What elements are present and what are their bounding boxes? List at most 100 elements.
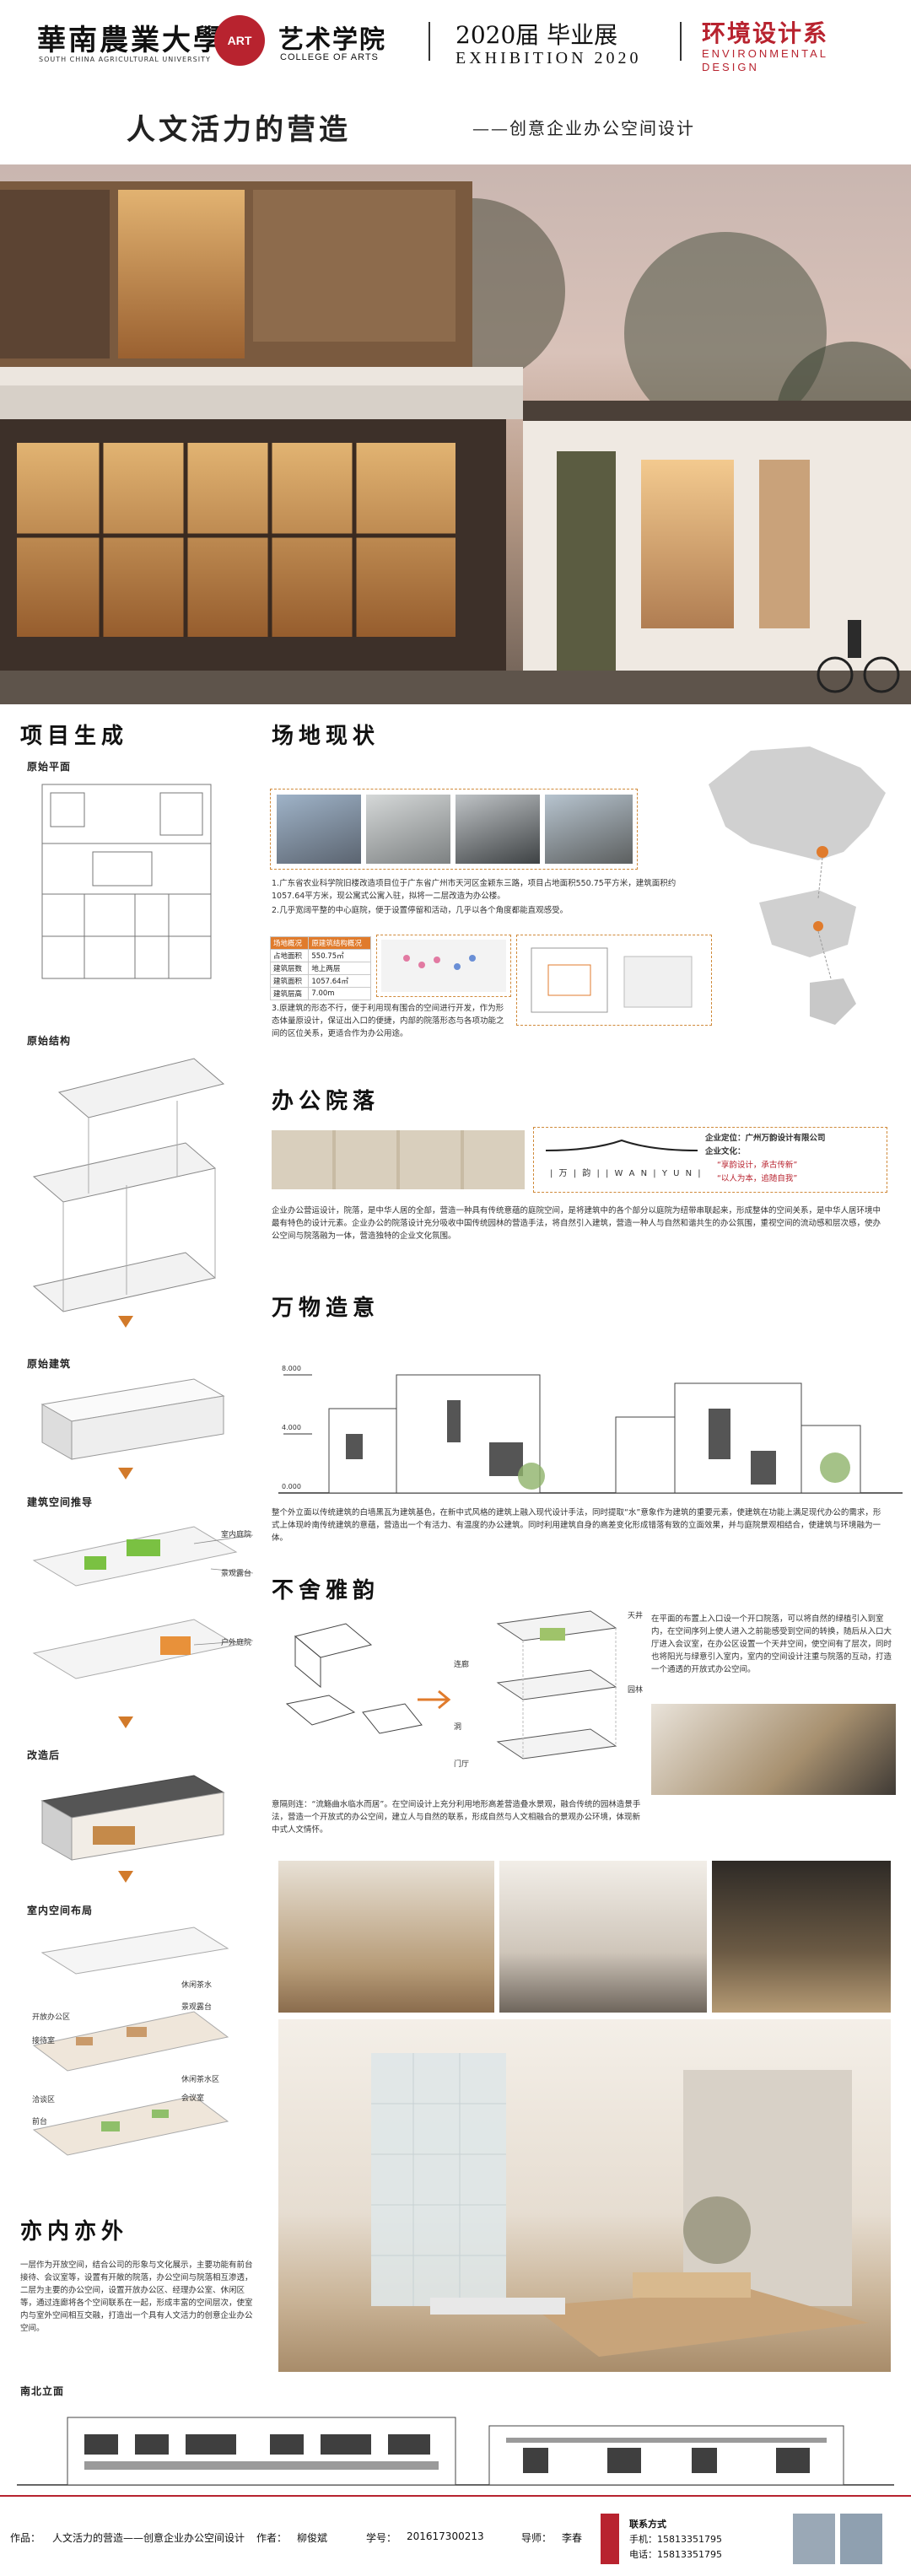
tag-reception-room: 接待室 [32,2037,56,2045]
site-photo [545,795,633,864]
table-cell: 7.00m [308,987,371,1000]
tag-leisure-tea: 休闲茶水 [181,1981,213,1990]
original-structure-axonometric [32,1058,225,1312]
interior-layout-exploded-axonometric [32,1927,229,2156]
label-garden: 园林 [628,1686,644,1695]
contact-title: 联系方式 [629,2519,666,2530]
section-heading-elegance: 不舍雅韵 [272,1578,380,1603]
footer-accent-bar [601,2514,619,2564]
interior-render-garden [712,1861,891,2013]
table-row: 占地面积 550.75㎡ [269,949,371,962]
table-row: 建筑面积 1057.64㎡ [269,974,371,988]
company-slogan-2: “以人为本，追随自我” [717,1174,798,1183]
concept-arrow-icon [418,1689,451,1710]
poster-footer: 作品： 人文活力的营造——创意企业办公空间设计 作者： 柳俊斌 学号： 2016… [0,2495,911,2576]
original-floor-plan-drawing [41,784,212,979]
hero-building-illustration [0,181,911,704]
interior-main-illustration [371,2053,869,2357]
brand-name: | 万 | 韵 | | W A N | Y U N | [550,1169,703,1178]
exhibition-title: 2020届 毕业展 [456,21,618,49]
china-location-map [709,746,886,1025]
table-cell: 建筑层数 [269,962,310,975]
tag-negotiation-area: 洽谈区 [32,2096,56,2104]
site-description-1: 1.广东省农业科学院旧楼改造项目位于广东省广州市天河区金颖东三路，项目占地面积5… [272,879,677,901]
company-slogan-1: “享韵设计，承古传新” [717,1161,798,1170]
table-cell: 建筑面积 [269,974,310,988]
section-heading-inside-outside: 亦内亦外 [20,2219,129,2245]
renovated-building-massing [40,1775,225,1861]
header-divider [429,22,430,61]
inside-outside-description: 一层作为开放空间，结合公司的形象与文化展示，主要功能有前台接待、会议室等，设置有… [20,2261,253,2333]
table-row: 建筑层高 7.00m [269,987,371,1000]
exhibition-title-en: EXHIBITION 2020 [456,49,642,67]
label-original-structure: 原始结构 [27,1035,72,1047]
elegance-description-left: 意隔则连：“流觞曲水临水而居”。在空间设计上充分利用地形高差营造叠水景观，融合传… [272,1800,641,1835]
label-original-plan: 原始平面 [27,761,72,773]
footer-color-swatch [793,2514,835,2564]
flow-arrow-icon [118,1468,133,1479]
site-description-3: 3.原建筑的形态不行，便于利用现有围合的空间进行开发，作为形态体量原设计，保证出… [272,1004,504,1038]
work-value: 人文活力的营造——创意企业办公空间设计 [52,2532,245,2544]
section-heading-site-status: 场地现状 [272,724,380,749]
original-building-massing [40,1378,225,1460]
label-lobby: 门厅 [454,1760,470,1769]
label-after-renovation: 改造后 [27,1749,61,1761]
author-value: 柳俊斌 [297,2532,328,2544]
label-patio: 天井 [628,1612,644,1620]
elevation-level-0000: 0.000 [282,1483,301,1490]
university-name-en: SOUTH CHINA AGRICULTURAL UNIVERSITY [39,56,211,63]
south-north-elevation-drawing [17,2417,894,2486]
table-cell: 建筑层高 [269,987,310,1000]
section-heading-office-courtyard: 办公院落 [272,1089,380,1114]
college-name: 艺术学院 [278,25,386,55]
courtyard-painting-strip [272,1130,525,1189]
company-culture-label: 企业文化： [705,1147,746,1156]
contact-mobile: 手机：15813351795 [629,2534,722,2545]
poster-header: 華南農業大學 SOUTH CHINA AGRICULTURAL UNIVERSI… [0,0,911,84]
label-original-building: 原始建筑 [27,1358,72,1370]
work-label: 作品： [10,2532,41,2544]
interior-main-render [278,2019,891,2372]
brand-wave-logo-icon [545,1139,698,1151]
site-photo [366,795,450,864]
flow-arrow-icon [118,1316,133,1328]
site-description-2: 2.几乎宽阔平整的中心庭院，便于设置停留和活动，几乎以各个角度都能直观感受。 [272,906,569,915]
site-photo-frame [270,789,638,870]
elegance-description-right: 在平面的布置上入口设一个开口院落，可以将自然的绿植引入到室内，在空间序列上使人进… [651,1614,892,1674]
courtyard-concept-sketches [285,1623,423,1734]
tag-indoor-courtyard: 室内庭院 [221,1531,252,1539]
section-heading-form-design: 万物造意 [272,1296,380,1321]
university-name: 華南農業大學 [37,24,224,57]
courtyard-description: 企业办公营运设计，院落，是中华人居的全部，营造一种具有传统意蕴的庭院空间，是将建… [272,1206,881,1241]
space-derivation-diagram [32,1526,253,1679]
table-cell: 占地面积 [269,949,310,962]
section-heading-elevations: 南北立面 [20,2385,65,2397]
tag-outdoor-courtyard: 户外庭院 [221,1639,252,1647]
spatial-exploded-diagram [496,1610,617,1760]
site-analysis-frame [376,935,511,997]
footer-color-swatch [840,2514,882,2564]
student-id-value: 201617300213 [407,2530,484,2542]
table-cell: 1057.64㎡ [308,974,371,988]
college-name-en: COLLEGE OF ARTS [280,52,379,62]
hero-exterior-render [0,164,911,704]
site-analysis-diagram [381,940,506,992]
advisor-label: 导师： [521,2532,553,2544]
author-label: 作者： [256,2532,288,2544]
section-heading-project-generation: 项目生成 [20,724,129,749]
table-cell: 地上两层 [308,962,371,975]
site-photo [277,795,361,864]
tag-landscape-terrace-2: 景观露台 [181,2003,213,2012]
company-positioning: 企业定位：广州万韵设计有限公司 [705,1134,826,1143]
student-id-label: 学号： [366,2532,397,2544]
site-overview-table: 场地概况 原建筑结构概况 占地面积 550.75㎡ 建筑层数 地上两层 建筑面积… [269,936,371,1000]
art-logo-badge: ART [214,15,265,66]
flow-arrow-icon [118,1716,133,1728]
tag-leisure-tea-area: 休闲茶水区 [181,2076,220,2084]
site-photo [456,795,540,864]
interior-render-meeting [499,1861,707,2013]
label-opening: 洞 [454,1723,462,1732]
department-name-en: DESIGN [702,61,759,73]
brand-frame [533,1127,887,1193]
tag-open-office: 开放办公区 [32,2013,71,2022]
